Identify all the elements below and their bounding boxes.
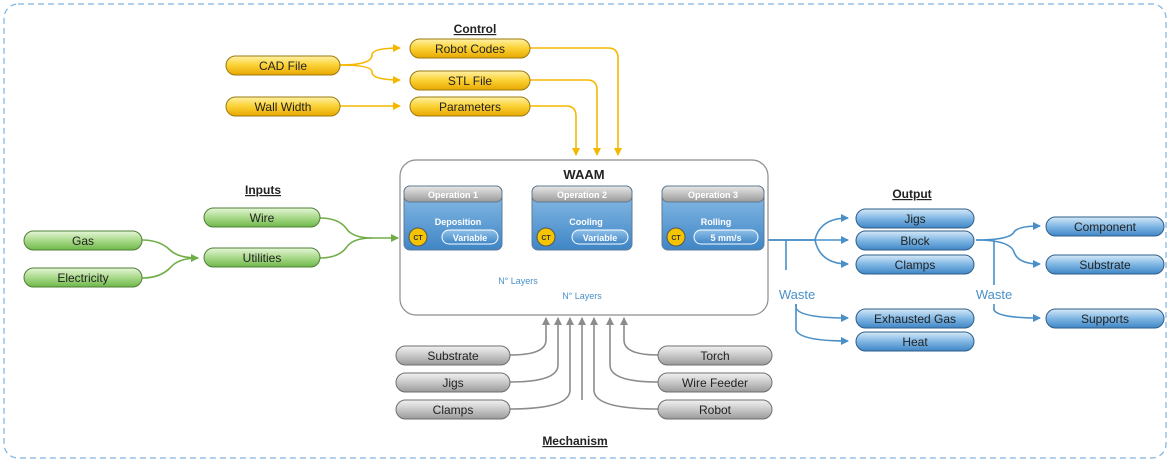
- control-node-robot-codes: Robot Codes: [409, 38, 531, 59]
- output-node-heat: Heat: [855, 331, 975, 352]
- control-node-parameters: Parameters: [409, 96, 531, 117]
- output-node-jigs: Jigs: [855, 208, 975, 229]
- robot-label: Robot: [699, 403, 732, 417]
- output-heading: Output: [892, 187, 931, 201]
- operation-1-badge: CT: [413, 235, 423, 242]
- component-label: Component: [1074, 220, 1137, 234]
- substrate-mechanism-label: Substrate: [427, 349, 479, 363]
- operation-1-value: Variable: [453, 233, 488, 243]
- gas-label: Gas: [72, 234, 94, 248]
- operation-2: Operation 2 Cooling Variable CT: [531, 185, 633, 251]
- output-node-supports: Supports: [1045, 308, 1165, 329]
- output-node-block: Block: [855, 230, 975, 251]
- operation-3: Operation 3 Rolling 5 mm/s CT: [661, 185, 765, 251]
- heat-label: Heat: [902, 335, 928, 349]
- mechanism-node-robot: Robot: [657, 399, 773, 420]
- wire-feeder-label: Wire Feeder: [682, 376, 748, 390]
- control-node-stl-file: STL File: [409, 70, 531, 91]
- layers-loop-label-2: N° Layers: [562, 291, 602, 301]
- waste-label-1: Waste: [779, 287, 815, 302]
- electricity-label: Electricity: [57, 271, 108, 285]
- jigs-output-label: Jigs: [904, 212, 925, 226]
- output-node-exhausted-gas: Exhausted Gas: [855, 308, 975, 329]
- wire-label: Wire: [250, 211, 275, 225]
- operation-1-name: Deposition: [435, 217, 482, 227]
- control-node-wall-width: Wall Width: [225, 96, 341, 117]
- parameters-label: Parameters: [439, 100, 501, 114]
- utilities-label: Utilities: [243, 251, 282, 265]
- mechanism-node-jigs: Jigs: [395, 372, 511, 393]
- cycle-time-badge-icon: [408, 227, 428, 247]
- mechanism-node-wire-feeder: Wire Feeder: [657, 372, 773, 393]
- mechanism-node-clamps: Clamps: [395, 399, 511, 420]
- supports-label: Supports: [1081, 312, 1129, 326]
- waam-title: WAAM: [563, 167, 604, 182]
- mechanism-heading: Mechanism: [542, 434, 607, 448]
- mechanism-node-torch: Torch: [657, 345, 773, 366]
- block-output-label: Block: [900, 234, 930, 248]
- stl-file-label: STL File: [448, 74, 493, 88]
- output-node-component: Component: [1045, 216, 1165, 237]
- control-node-cad-file: CAD File: [225, 55, 341, 76]
- waste-label-2: Waste: [976, 287, 1012, 302]
- clamps-output-label: Clamps: [895, 258, 936, 272]
- operation-1-header: Operation 1: [428, 190, 478, 200]
- input-arrows: [141, 217, 399, 279]
- operation-3-name: Rolling: [701, 217, 732, 227]
- layers-loop-label-1: N° Layers: [498, 276, 538, 286]
- operation-2-value: Variable: [583, 233, 618, 243]
- robot-codes-label: Robot Codes: [435, 42, 505, 56]
- operation-2-badge: CT: [541, 235, 551, 242]
- operation-3-badge: CT: [671, 235, 681, 242]
- operation-3-value: 5 mm/s: [710, 233, 741, 243]
- mechanism-node-substrate: Substrate: [395, 345, 511, 366]
- jigs-mechanism-label: Jigs: [442, 376, 463, 390]
- mechanism-arrows: [509, 317, 659, 410]
- input-node-gas: Gas: [23, 230, 143, 251]
- input-node-electricity: Electricity: [23, 267, 143, 288]
- operation-3-header: Operation 3: [688, 190, 738, 200]
- exhausted-gas-label: Exhausted Gas: [874, 312, 956, 326]
- cycle-time-badge-icon: [536, 227, 556, 247]
- torch-label: Torch: [700, 349, 729, 363]
- operation-2-name: Cooling: [569, 217, 603, 227]
- operation-2-header: Operation 2: [557, 190, 607, 200]
- control-heading: Control: [454, 22, 497, 36]
- cad-file-label: CAD File: [259, 59, 307, 73]
- output-node-substrate: Substrate: [1045, 254, 1165, 275]
- substrate-output-label: Substrate: [1079, 258, 1131, 272]
- control-arrows: [339, 44, 622, 156]
- cycle-time-badge-icon: [666, 227, 686, 247]
- inputs-heading: Inputs: [245, 183, 281, 197]
- input-node-wire: Wire: [203, 207, 321, 228]
- diagram-frame: [3, 3, 1167, 459]
- clamps-mechanism-label: Clamps: [433, 403, 474, 417]
- output-node-clamps: Clamps: [855, 254, 975, 275]
- wall-width-label: Wall Width: [255, 100, 312, 114]
- input-node-utilities: Utilities: [203, 247, 321, 268]
- operation-1: Operation 1 Deposition Variable CT: [403, 185, 503, 251]
